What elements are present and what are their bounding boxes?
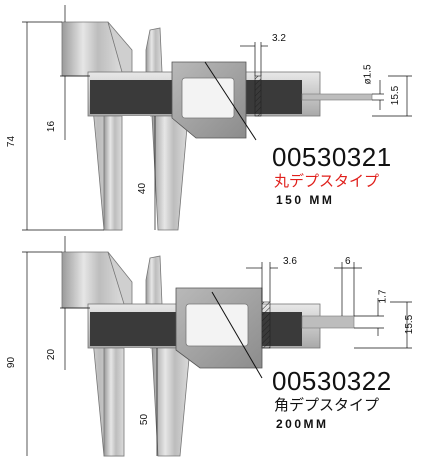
caliper-2-lower-jaw: 50 [139,413,151,426]
caliper-1-depth-width: 3.2 [272,33,286,44]
caliper-1-rod-diameter: ø1.5 [362,64,374,85]
caliper-1-upper-jaw-moving [145,27,163,73]
caliper-2-moving-jaw [151,347,191,457]
caliper-2-bar-height: 15.5 [404,314,416,335]
caliper-1-rod-height: 15.5 [390,85,402,106]
caliper-1-part-number: 00530321 [272,142,392,172]
caliper-2-depth-section [261,301,271,349]
caliper-2-upper-jaw-moving [145,255,163,305]
caliper-1-jaw-depth: 16 [46,120,58,133]
caliper-2 [22,236,412,457]
caliper-1-size: 150 MM [276,193,335,207]
caliper-2-bar-thickness: 1.7 [377,289,389,304]
caliper-1-moving-jaw [151,115,189,231]
caliper-2-bar-width: 6 [345,256,351,267]
caliper-1-depth-type: 丸デプスタイプ [274,173,380,190]
caliper-2-depth-bar [301,315,355,329]
caliper-1 [22,5,412,231]
caliper-1-depth-rod [301,93,373,101]
caliper-1-overall-height: 74 [6,135,18,148]
caliper-2-size: 200MM [276,417,329,431]
caliper-2-depth-type: 角デプスタイプ [274,397,380,414]
caliper-2-part-number: 00530322 [272,366,392,396]
caliper-2-depth-width: 3.6 [283,256,297,267]
caliper-2-jaw-depth: 20 [46,348,58,361]
caliper-1-lower-jaw: 40 [137,182,149,195]
caliper-2-overall-height: 90 [6,356,18,369]
caliper-1-depth-section [254,75,262,117]
